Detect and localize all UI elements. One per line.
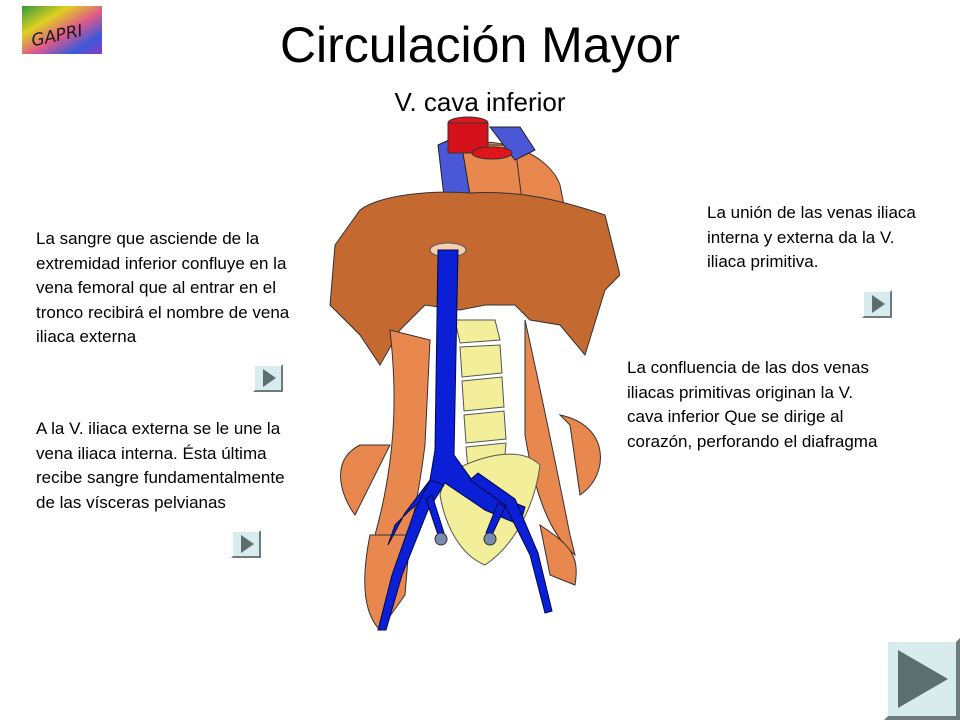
- note-common-iliac-vein: La unión de las venas iliaca interna y e…: [707, 203, 916, 271]
- note-vena-cava-confluence: La confluencia de las dos venas iliacas …: [627, 358, 878, 451]
- iliac-muscle-left: [340, 444, 391, 516]
- lumbar-vertebrae: [454, 319, 507, 470]
- psoas-right: [524, 319, 576, 557]
- iliac-muscle-right: [558, 414, 601, 496]
- note-internal-iliac-vein: A la V. iliaca externa se le une la vena…: [36, 419, 285, 512]
- next-slide-icon: [898, 650, 948, 708]
- external-iliac-vein-right: [469, 472, 553, 614]
- external-iliac-vein-left: [377, 479, 445, 631]
- next-slide-button[interactable]: [884, 638, 960, 720]
- gapri-logo: GAPRI: [22, 6, 102, 54]
- play-button-common-iliac[interactable]: [862, 290, 892, 318]
- internal-iliac-end-right: [483, 532, 497, 546]
- vena-cava-anatomy-illustration: [329, 116, 620, 631]
- aorta-branch: [471, 146, 513, 160]
- page-title: Circulación Mayor: [279, 17, 681, 73]
- play-triangle-icon: [241, 535, 254, 553]
- page-subtitle: V. cava inferior: [394, 87, 566, 117]
- play-triangle-icon: [872, 295, 885, 313]
- internal-iliac-vein-right: [485, 502, 506, 536]
- play-triangle-icon: [263, 369, 276, 387]
- diaphragm: [329, 191, 620, 366]
- play-button-femoral[interactable]: [253, 364, 283, 392]
- play-button-internal-iliac[interactable]: [231, 530, 261, 558]
- thigh-right: [539, 523, 577, 586]
- internal-iliac-end-left: [434, 532, 448, 546]
- note-femoral-vein: La sangre que asciende de la extremidad …: [36, 229, 290, 346]
